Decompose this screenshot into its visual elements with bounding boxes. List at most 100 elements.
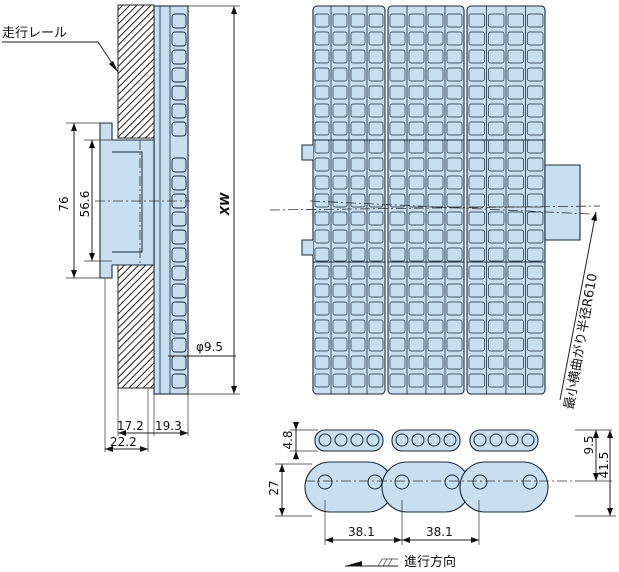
link-cell <box>408 157 425 172</box>
link-cell <box>314 265 330 280</box>
link-cell <box>488 265 505 280</box>
link-cell <box>427 319 444 334</box>
link-cell <box>368 355 384 370</box>
pin-hole <box>489 433 503 447</box>
link-cell <box>507 229 524 244</box>
link-cell <box>332 157 348 172</box>
link-cell <box>332 319 348 334</box>
link-cell <box>527 13 544 28</box>
link-cell <box>368 13 384 28</box>
direction-arrow-icon <box>345 558 398 567</box>
module-cell <box>171 31 187 47</box>
link-cell <box>368 283 384 298</box>
link-cell <box>332 229 348 244</box>
top-modules <box>301 5 581 395</box>
link-cell <box>332 373 348 388</box>
pin-hole <box>505 433 519 447</box>
link-side-view: 4.8 27 9.5 41.5 38.1 38.1 <box>267 422 616 570</box>
link-cell <box>427 175 444 190</box>
link-cell <box>507 265 524 280</box>
link-cell <box>488 337 505 352</box>
dim-9-5: 9.5 <box>582 435 596 454</box>
link-cell <box>507 211 524 226</box>
link-cell <box>332 67 348 82</box>
link-cell <box>314 337 330 352</box>
rail-label: 走行レール <box>2 26 67 41</box>
dim-76: 76 <box>57 196 71 211</box>
link-cell <box>488 85 505 100</box>
link-cell <box>527 265 544 280</box>
side-tab-right <box>544 164 581 241</box>
pin-hole <box>318 433 332 447</box>
pin-hole <box>427 433 441 447</box>
link-cell <box>332 193 348 208</box>
link-cell <box>408 229 425 244</box>
module-cell <box>171 337 187 353</box>
link-cell <box>332 49 348 64</box>
link-pin <box>444 474 460 490</box>
link-cell <box>389 67 406 82</box>
link-cap <box>314 429 384 452</box>
link-cell <box>332 13 348 28</box>
link-cell <box>488 67 505 82</box>
link-cell <box>368 211 384 226</box>
chain-link <box>459 429 549 513</box>
link-cell <box>368 157 384 172</box>
link-cell <box>389 85 406 100</box>
link-cell <box>468 13 485 28</box>
link-cell <box>350 31 366 46</box>
link-cell <box>507 67 524 82</box>
side-section-view: 走行レール 76 56.6 XW φ9.5 <box>2 4 240 452</box>
module-cell <box>171 319 187 335</box>
link-cell <box>350 283 366 298</box>
link-cell <box>314 193 330 208</box>
dim-phi-9-5: φ9.5 <box>196 340 223 354</box>
min-radius-label: 最小横曲がり半径R610 <box>562 272 601 410</box>
top-view: 最小横曲がり半径R610 <box>269 5 601 411</box>
link-cell <box>446 175 463 190</box>
link-cell <box>368 121 384 136</box>
link-cell <box>389 121 406 136</box>
dim-22-2: 22.2 <box>110 435 137 449</box>
link-cell <box>332 85 348 100</box>
link-cell <box>350 229 366 244</box>
link-cell <box>427 355 444 370</box>
pin-hole <box>366 433 380 447</box>
link-cell <box>468 49 485 64</box>
link-cell <box>468 319 485 334</box>
link-cell <box>408 247 425 262</box>
link-cell <box>314 31 330 46</box>
link-cell <box>368 31 384 46</box>
link-cell <box>507 121 524 136</box>
link-cell <box>408 355 425 370</box>
link-cell <box>468 193 485 208</box>
guide-tab-profile <box>99 122 155 279</box>
link-cell <box>332 355 348 370</box>
link-cell <box>389 229 406 244</box>
bottom-links <box>304 429 575 513</box>
link-cell <box>446 319 463 334</box>
link-pin <box>522 474 538 490</box>
link-cell <box>368 319 384 334</box>
dim-xw: XW <box>218 192 232 216</box>
link-cell <box>314 319 330 334</box>
module-cell <box>171 373 187 389</box>
link-cell <box>314 157 330 172</box>
link-cell <box>350 373 366 388</box>
link-cell <box>314 67 330 82</box>
link-cell <box>368 247 384 262</box>
link-pin <box>394 474 410 490</box>
link-cell <box>468 67 485 82</box>
link-cell <box>389 247 406 262</box>
link-cell <box>527 175 544 190</box>
pin-hole <box>395 433 409 447</box>
pin-hole <box>411 433 425 447</box>
link-cell <box>446 193 463 208</box>
link-cell <box>488 373 505 388</box>
link-cell <box>507 337 524 352</box>
link-cell <box>427 247 444 262</box>
link-cell <box>468 301 485 316</box>
link-cell <box>527 355 544 370</box>
link-cell <box>527 85 544 100</box>
link-cell <box>314 247 330 262</box>
